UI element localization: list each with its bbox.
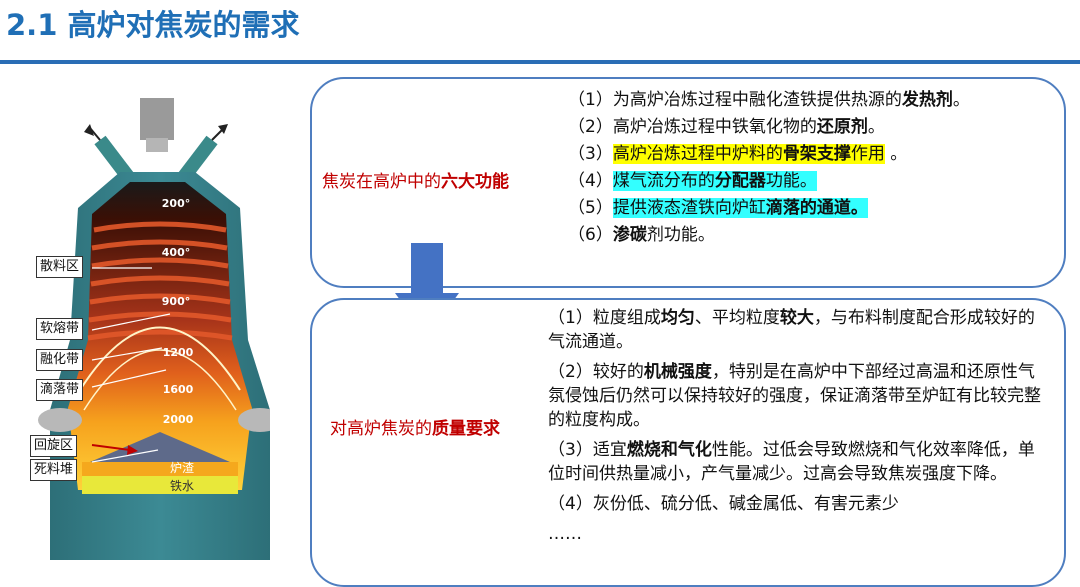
quality-item: （4）灰份低、硫分低、碱金属低、有害元素少 xyxy=(548,494,899,514)
tuyere-right xyxy=(238,408,270,432)
functions-label-text: 焦炭在高炉中的 xyxy=(322,172,441,192)
functions-label: 焦炭在高炉中的六大功能 xyxy=(322,167,509,192)
function-item: （3）高炉冶炼过程中炉料的骨架支撑作用 。 xyxy=(568,144,908,164)
functions-label-bold: 六大功能 xyxy=(441,172,509,192)
quality-item: （2）较好的机械强度，特别是在高炉中下部经过高温和还原性气氛侵蚀后仍然可以保持较… xyxy=(548,362,1041,430)
title-divider xyxy=(0,60,1080,64)
furnace-interior xyxy=(68,182,252,490)
cohesive-zone xyxy=(79,326,241,391)
quality-label: 对高炉焦炭的质量要求 xyxy=(330,414,500,439)
page-title: 2.1 高炉对焦炭的需求 xyxy=(6,8,300,42)
zone-label-deadman: 死料堆 xyxy=(30,459,78,481)
function-item: （1）为高炉冶炼过程中融化渣铁提供热源的发热剂。 xyxy=(568,90,970,110)
pointer-line xyxy=(91,347,163,361)
temp-label: 1600 xyxy=(163,383,194,396)
quality-item: （3）适宜燃烧和气化性能。过低会导致燃烧和气化效率降低，单位时间供热量减小，产气… xyxy=(548,440,1035,484)
function-item: （5）提供液态渣铁向炉缸滴落的通道。 xyxy=(568,198,868,218)
zone-label-raceway: 回旋区 xyxy=(30,435,78,457)
temp-label: 2000 xyxy=(163,413,194,426)
raceway-arrow xyxy=(91,444,131,451)
function-item: （4）煤气流分布的分配器功能。 xyxy=(568,171,817,191)
function-item: （6）渗碳剂功能。 xyxy=(568,225,715,245)
tuyere-left xyxy=(38,408,82,432)
iron-label: 铁水 xyxy=(170,479,194,493)
quality-label-text: 对高炉焦炭的 xyxy=(330,419,432,439)
pointer-line xyxy=(91,313,171,331)
pointer-line xyxy=(91,449,159,463)
blast-furnace-diagram: 炉渣 铁水 200° 400° 900° 1200 1600 2000 xyxy=(38,98,270,560)
hot-metal-layer xyxy=(82,476,238,494)
quality-item: （1）粒度组成均匀、平均粒度较大，与布料制度配合形成较好的气流通道。 xyxy=(548,308,1035,352)
furnace-top-charger xyxy=(140,98,174,140)
zone-label-melting: 融化带 xyxy=(36,349,84,371)
slag-label: 炉渣 xyxy=(170,461,194,475)
quality-list: （1）粒度组成均匀、平均粒度较大，与布料制度配合形成较好的气流通道。 （2）较好… xyxy=(548,306,1048,552)
zone-label-lumpy: 散料区 xyxy=(36,256,84,278)
zone-label-softening: 软熔带 xyxy=(36,318,84,340)
temp-label: 1200 xyxy=(163,346,194,359)
slag-layer xyxy=(82,462,238,476)
temp-label: 200° xyxy=(162,197,190,210)
functions-list: （1）为高炉冶炼过程中融化渣铁提供热源的发热剂。 （2）高炉冶炼过程中铁氧化物的… xyxy=(568,90,1048,252)
function-item: （2）高炉冶炼过程中铁氧化物的还原剂。 xyxy=(568,117,885,137)
quality-label-bold: 质量要求 xyxy=(432,419,500,439)
temp-label: 900° xyxy=(162,295,190,308)
pointer-line xyxy=(91,369,167,388)
deadman-cone xyxy=(90,432,230,462)
burden-layers xyxy=(87,221,233,341)
zone-label-dripping: 滴落带 xyxy=(36,379,84,401)
quality-ellipsis: …… xyxy=(548,524,582,544)
quality-box xyxy=(310,298,1066,587)
temp-label: 400° xyxy=(162,246,190,259)
